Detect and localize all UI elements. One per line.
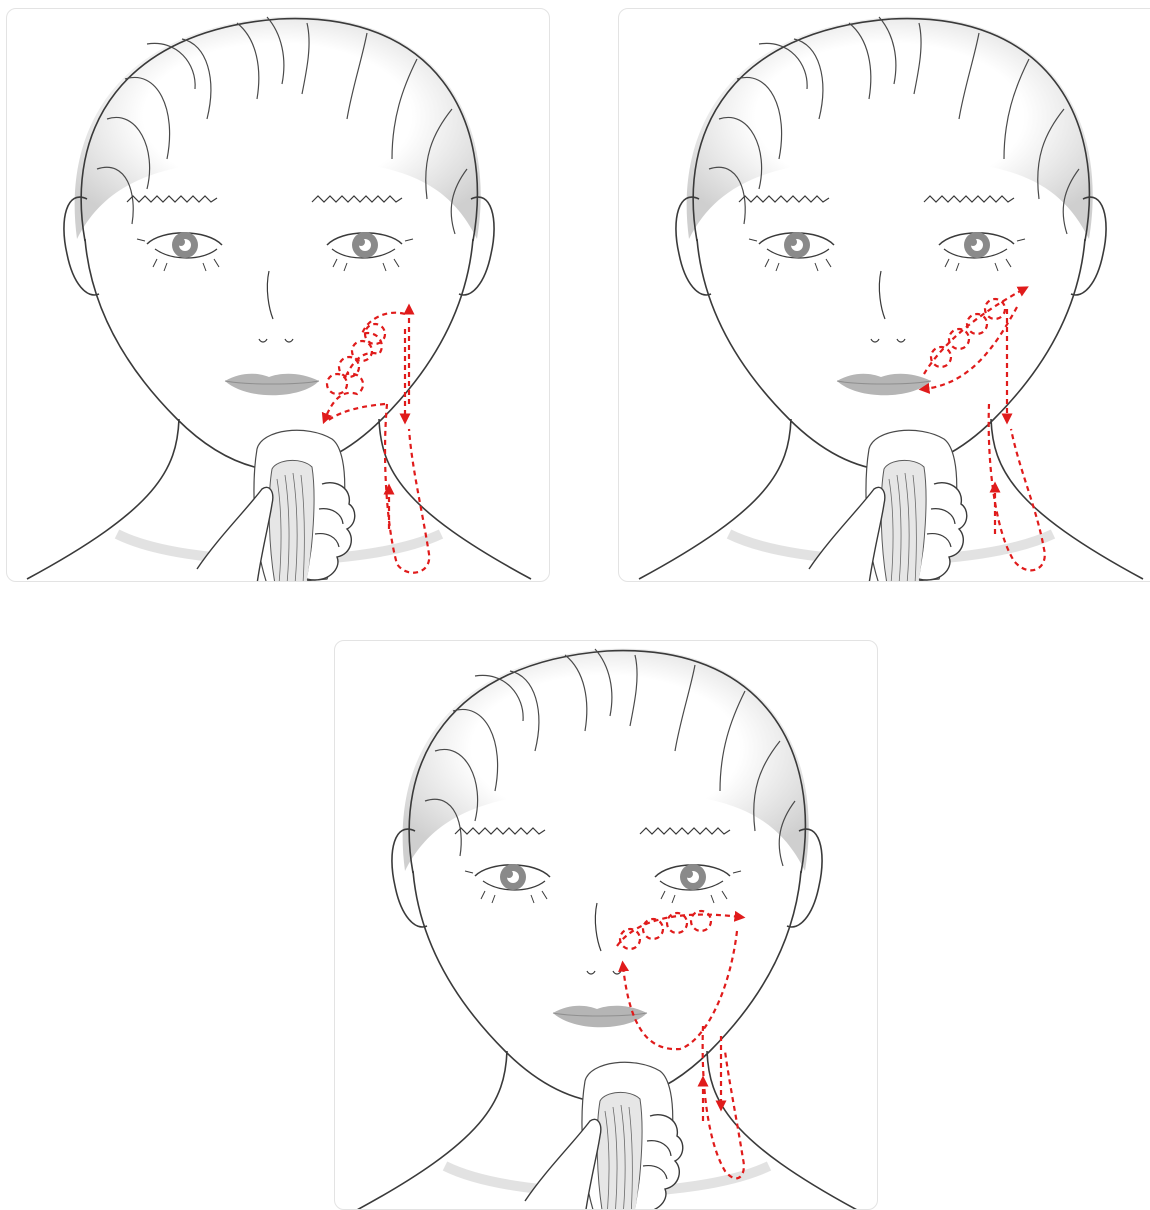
panel-lower-cheek <box>6 8 550 582</box>
arrow-icon <box>924 289 1024 374</box>
arrow-icon <box>623 931 737 1049</box>
panel-upper-cheek <box>334 640 878 1210</box>
face-diagram-2 <box>619 9 1150 582</box>
face-diagram-1 <box>7 9 550 582</box>
arrow-icon <box>617 915 740 946</box>
face-diagram-3 <box>335 641 878 1210</box>
arrow-icon <box>325 313 405 419</box>
arrow-icon <box>924 307 1017 389</box>
panel-mid-cheek <box>618 8 1150 582</box>
